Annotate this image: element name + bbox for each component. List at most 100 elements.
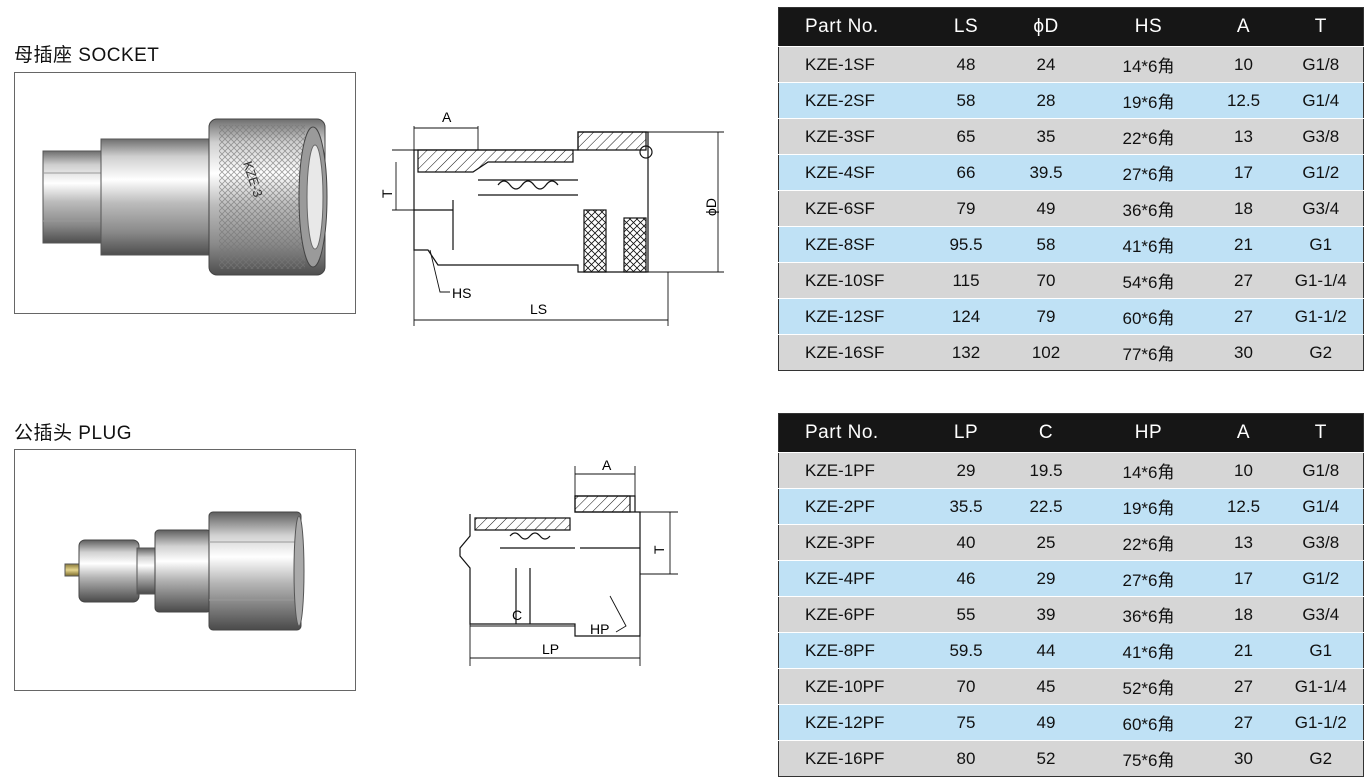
table-cell: G3/4 bbox=[1278, 596, 1364, 633]
table-cell: 124 bbox=[928, 298, 1004, 335]
table-cell: 102 bbox=[1003, 334, 1089, 371]
table-cell: 36*6角 bbox=[1088, 596, 1209, 633]
socket-coupler-image: KZE-3 bbox=[42, 118, 328, 276]
table-cell: KZE-10PF bbox=[778, 668, 929, 705]
table-cell: 58 bbox=[928, 82, 1004, 119]
column-header: HS bbox=[1088, 7, 1209, 47]
table-cell: KZE-3PF bbox=[778, 524, 929, 561]
table-cell: 44 bbox=[1003, 632, 1089, 669]
plug-photo bbox=[14, 449, 356, 691]
table-cell: G1/2 bbox=[1278, 560, 1364, 597]
table-cell: 60*6角 bbox=[1088, 704, 1209, 741]
table-cell: 75*6角 bbox=[1088, 740, 1209, 777]
table-cell: KZE-2SF bbox=[778, 82, 929, 119]
table-cell: 27 bbox=[1208, 262, 1279, 299]
table-cell: 49 bbox=[1003, 704, 1089, 741]
column-header: T bbox=[1278, 7, 1364, 47]
socket-dim-t: T bbox=[379, 189, 395, 198]
table-cell: KZE-16SF bbox=[778, 334, 929, 371]
table-cell: 27 bbox=[1208, 298, 1279, 335]
table-cell: KZE-1PF bbox=[778, 452, 929, 489]
table-cell: 77*6角 bbox=[1088, 334, 1209, 371]
table-cell: 12.5 bbox=[1208, 488, 1279, 525]
table-cell: G1-1/2 bbox=[1278, 704, 1364, 741]
table-cell: G1/8 bbox=[1278, 46, 1364, 83]
column-header: C bbox=[1003, 413, 1089, 453]
table-cell: 45 bbox=[1003, 668, 1089, 705]
table-cell: G1/4 bbox=[1278, 488, 1364, 525]
column-header: A bbox=[1208, 413, 1279, 453]
plug-nipple-image bbox=[64, 511, 305, 631]
table-cell: G1 bbox=[1278, 226, 1364, 263]
table-cell: 79 bbox=[1003, 298, 1089, 335]
column-header: LP bbox=[928, 413, 1004, 453]
table-cell: 18 bbox=[1208, 190, 1279, 227]
table-cell: G3/4 bbox=[1278, 190, 1364, 227]
socket-dim-ls: LS bbox=[530, 301, 547, 317]
column-header: HP bbox=[1088, 413, 1209, 453]
table-cell: 24 bbox=[1003, 46, 1089, 83]
table-cell: 29 bbox=[1003, 560, 1089, 597]
table-cell: 18 bbox=[1208, 596, 1279, 633]
table-cell: 30 bbox=[1208, 334, 1279, 371]
table-cell: 14*6角 bbox=[1088, 46, 1209, 83]
table-cell: 21 bbox=[1208, 226, 1279, 263]
table-cell: 17 bbox=[1208, 560, 1279, 597]
table-cell: KZE-2PF bbox=[778, 488, 929, 525]
plug-dim-t: T bbox=[651, 545, 667, 554]
table-cell: G1/8 bbox=[1278, 452, 1364, 489]
table-cell: KZE-12PF bbox=[778, 704, 929, 741]
table-cell: 10 bbox=[1208, 46, 1279, 83]
table-cell: KZE-4SF bbox=[778, 154, 929, 191]
table-cell: 60*6角 bbox=[1088, 298, 1209, 335]
table-cell: 19.5 bbox=[1003, 452, 1089, 489]
column-header: A bbox=[1208, 7, 1279, 47]
table-cell: G1-1/2 bbox=[1278, 298, 1364, 335]
table-cell: 27*6角 bbox=[1088, 154, 1209, 191]
table-cell: 35.5 bbox=[928, 488, 1004, 525]
socket-dim-a: A bbox=[442, 109, 452, 125]
table-cell: KZE-6PF bbox=[778, 596, 929, 633]
table-cell: 49 bbox=[1003, 190, 1089, 227]
column-header: LS bbox=[928, 7, 1004, 47]
table-cell: G3/8 bbox=[1278, 524, 1364, 561]
table-cell: 22*6角 bbox=[1088, 118, 1209, 155]
column-header: Part No. bbox=[778, 413, 929, 453]
table-cell: 65 bbox=[928, 118, 1004, 155]
table-cell: 27*6角 bbox=[1088, 560, 1209, 597]
table-cell: 75 bbox=[928, 704, 1004, 741]
table-cell: KZE-3SF bbox=[778, 118, 929, 155]
table-cell: 40 bbox=[928, 524, 1004, 561]
plug-title: 公插头 PLUG bbox=[14, 423, 133, 444]
socket-dim-hs: HS bbox=[452, 285, 471, 301]
table-cell: 13 bbox=[1208, 524, 1279, 561]
table-cell: 13 bbox=[1208, 118, 1279, 155]
table-cell: 39 bbox=[1003, 596, 1089, 633]
table-cell: 39.5 bbox=[1003, 154, 1089, 191]
table-cell: 70 bbox=[928, 668, 1004, 705]
table-cell: G2 bbox=[1278, 334, 1364, 371]
socket-dimension-drawing: A T HS LS ϕD bbox=[379, 109, 724, 326]
table-cell: 52*6角 bbox=[1088, 668, 1209, 705]
table-cell: 132 bbox=[928, 334, 1004, 371]
table-cell: 22*6角 bbox=[1088, 524, 1209, 561]
table-cell: 55 bbox=[928, 596, 1004, 633]
table-cell: 28 bbox=[1003, 82, 1089, 119]
table-cell: 48 bbox=[928, 46, 1004, 83]
table-cell: 46 bbox=[928, 560, 1004, 597]
socket-title: 母插座 SOCKET bbox=[14, 45, 160, 66]
table-cell: 95.5 bbox=[928, 226, 1004, 263]
table-cell: 66 bbox=[928, 154, 1004, 191]
table-cell: 22.5 bbox=[1003, 488, 1089, 525]
